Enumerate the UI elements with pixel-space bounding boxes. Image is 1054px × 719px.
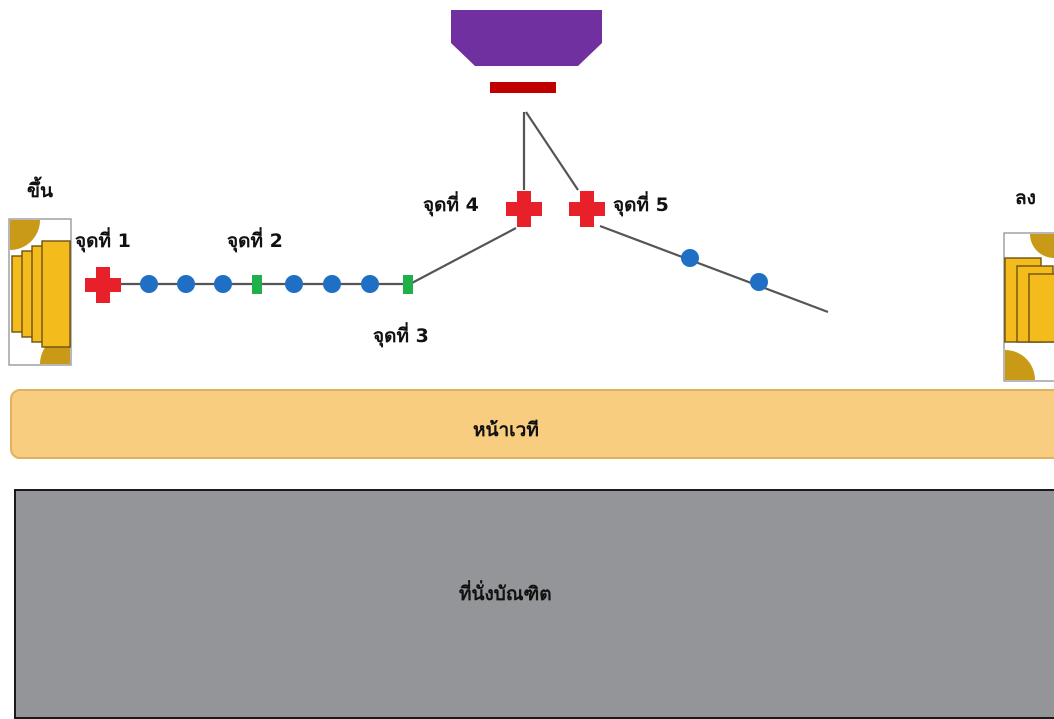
presiding-seat-icon <box>451 10 602 66</box>
presiding-bar <box>490 82 556 93</box>
graduate-seats-label: ที่นั่งบัณฑิต <box>459 583 552 605</box>
stage-area <box>10 389 1054 459</box>
stairs-down-icon <box>1003 232 1054 382</box>
point-3-label: จุดที่ 3 <box>373 325 429 347</box>
red-cross-marker-icon <box>506 191 542 227</box>
point-5-label: จุดที่ 5 <box>613 194 669 216</box>
blue-dot-icon <box>140 249 768 293</box>
stairs-down-label: ลง <box>1015 187 1036 209</box>
graduate-seating-area <box>14 489 1054 719</box>
stairs-up-icon <box>8 218 72 366</box>
point-1-label: จุดที่ 1 <box>75 230 131 252</box>
red-cross-marker-icon <box>569 191 605 227</box>
red-cross-marker-icon <box>85 267 121 303</box>
green-square-marker-icon <box>252 275 413 294</box>
stage-label: หน้าเวที <box>473 419 539 441</box>
point-4-label: จุดที่ 4 <box>423 194 479 216</box>
stairs-up-label: ขึ้น <box>27 180 53 202</box>
point-2-label: จุดที่ 2 <box>227 230 283 252</box>
